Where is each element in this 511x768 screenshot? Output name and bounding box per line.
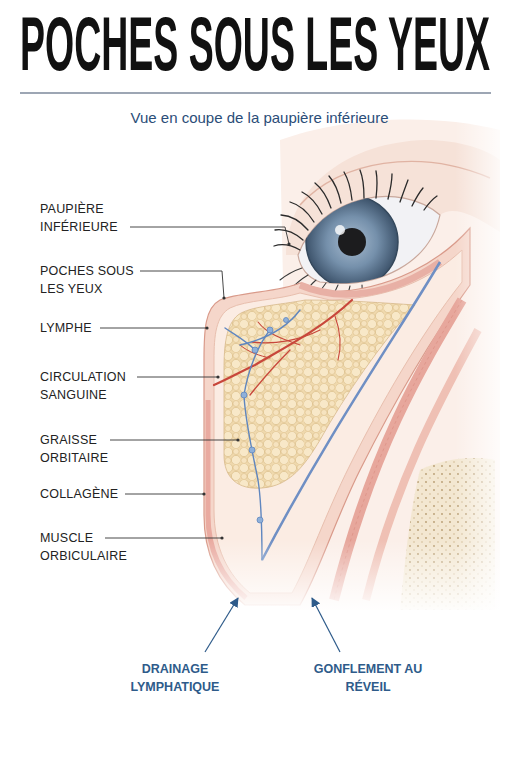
- label-wrap: COLLAGÈNE: [40, 485, 124, 503]
- blood-vessels: [214, 300, 352, 395]
- part-label: PAUPIÈRE INFÉRIEURE: [40, 200, 128, 236]
- label-wrap: MUSCLE ORBICULAIRE: [40, 529, 140, 565]
- pointer-arrow: [312, 598, 340, 652]
- title: POCHES SOUS LES YEUX: [20, 4, 490, 84]
- vein: [262, 262, 440, 560]
- leader-line: [130, 227, 289, 244]
- leader-dots: [202, 242, 290, 539]
- label-wrap: GONFLEMENT AU RÉVEIL: [300, 660, 436, 696]
- label-wrap: CIRCULATION SANGUINE: [40, 368, 135, 404]
- leader-line: [105, 538, 222, 539]
- title-rule: [20, 92, 491, 93]
- part-label: COLLAGÈNE: [40, 485, 124, 503]
- upper-lashes: [274, 170, 437, 250]
- leader-line: [110, 440, 238, 441]
- part-label: MUSCLE ORBICULAIRE: [40, 529, 140, 565]
- orbital-fat: [224, 300, 415, 488]
- subtitle: Vue en coupe de la paupière inférieure: [4, 108, 511, 128]
- lymph-vessels: [225, 310, 300, 560]
- title-wrap: POCHES SOUS LES YEUX: [20, 4, 511, 84]
- label-wrap: PAUPIÈRE INFÉRIEURE: [40, 200, 128, 236]
- tarsal-band: [300, 262, 440, 294]
- label-wrap: LYMPHE: [40, 319, 98, 337]
- leader-line: [137, 377, 218, 378]
- effect-label: DRAINAGE LYMPHATIQUE: [110, 660, 240, 696]
- effect-label: GONFLEMENT AU RÉVEIL: [300, 660, 436, 696]
- part-label: POCHES SOUS LES YEUX: [40, 262, 138, 298]
- part-label: GRAISSE ORBITAIRE: [40, 431, 128, 467]
- pointer-arrow: [205, 598, 238, 652]
- label-wrap: DRAINAGE LYMPHATIQUE: [110, 660, 240, 696]
- part-label: CIRCULATION SANGUINE: [40, 368, 135, 404]
- label-wrap: POCHES SOUS LES YEUX: [40, 262, 138, 298]
- lymph-nodes: [241, 318, 289, 524]
- leader-line: [140, 271, 224, 298]
- part-label: LYMPHE: [40, 319, 98, 337]
- right-fade: [455, 110, 511, 620]
- leader-line: [125, 494, 204, 495]
- leader-line: [100, 328, 207, 329]
- label-wrap: GRAISSE ORBITAIRE: [40, 431, 128, 467]
- label-wrap: Vue en coupe de la paupière inférieure: [4, 108, 511, 128]
